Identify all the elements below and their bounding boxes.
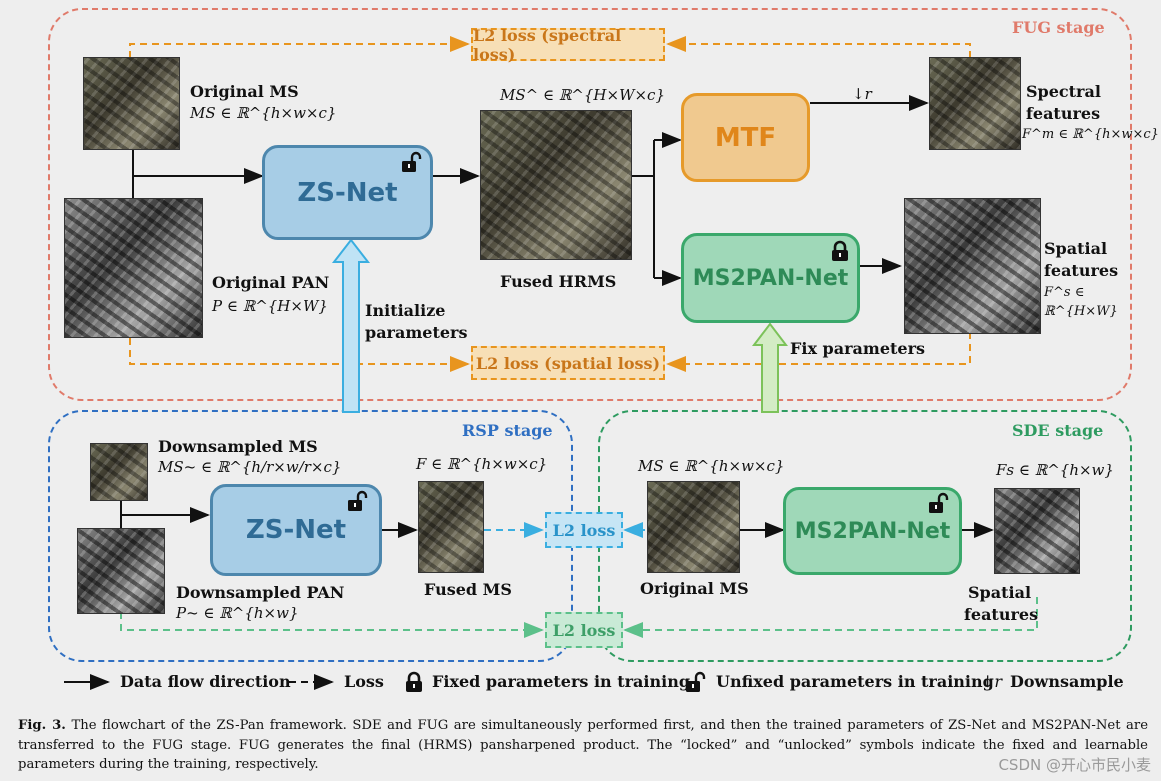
fused-ms-label: Fused MS <box>424 580 512 599</box>
fug-ms2pan-net-box: MS2PAN-Net <box>681 233 860 323</box>
rsp-stage-title: RSP stage <box>462 421 553 440</box>
spatial-features-label-1: Spatial <box>1044 239 1108 258</box>
mtf-box: MTF <box>681 93 810 182</box>
spectral-features-label-2: features <box>1026 104 1101 123</box>
fused-ms-image <box>418 481 484 573</box>
rsp-fused-math: F ∈ ℝ^{h×w×c} <box>416 455 548 473</box>
caption-text: The flowchart of the ZS-Pan framework. S… <box>18 718 1148 772</box>
original-ms-image <box>83 57 180 150</box>
rsp-zs-net-label: ZS-Net <box>245 515 347 545</box>
spectral-loss-box: L2 loss (spectral loss) <box>471 25 665 64</box>
rsp-sde-loss-label-2: L2 loss <box>552 620 616 640</box>
legend-downsample: Downsample <box>1010 672 1124 691</box>
fix-parameters-label: Fix parameters <box>790 339 926 358</box>
original-pan-image <box>64 198 203 338</box>
legend-unlocked-icon <box>686 671 706 692</box>
legend-unfixed: Unfixed parameters in training <box>716 672 994 691</box>
spectral-loss-label: L2 loss (spectral loss) <box>473 25 622 64</box>
unlocked-icon-fug-zsnet <box>402 151 422 172</box>
sde-spatial-features-image <box>994 488 1080 574</box>
downsampled-pan-image <box>77 528 165 614</box>
legend-downsample-arrow: ↓r <box>981 672 1003 691</box>
initialize-parameters-2: parameters <box>365 323 468 342</box>
spatial-features-math: F^s ∈ ℝ^{H×W} <box>1044 285 1118 319</box>
downsample-r-label: ↓r <box>852 85 872 103</box>
legend-data-flow: Data flow direction <box>120 672 291 691</box>
fug-ms2pan-net-label: MS2PAN-Net <box>692 265 849 291</box>
spectral-features-label-1: Spectral <box>1026 82 1101 101</box>
downsampled-ms-label: Downsampled MS <box>158 437 318 456</box>
figure-caption: Fig. 3. The flowchart of the ZS-Pan fram… <box>18 716 1148 775</box>
spatial-features-image <box>904 198 1041 334</box>
original-ms-label: Original MS <box>190 82 299 101</box>
fused-hrms-label: Fused HRMS <box>500 272 617 291</box>
downsampled-ms-math: MS~ ∈ ℝ^{h/r×w/r×c} <box>158 458 342 476</box>
fug-stage <box>48 8 1132 401</box>
watermark: CSDN @开心市民小麦 <box>998 756 1151 774</box>
legend-fixed: Fixed parameters in training <box>432 672 691 691</box>
unlocked-icon-sde-ms2pan <box>929 492 949 513</box>
mtf-label: MTF <box>714 122 777 153</box>
locked-icon-fug-ms2pan <box>832 240 848 261</box>
fug-zs-net-box: ZS-Net <box>262 145 433 240</box>
original-ms-math: MS ∈ ℝ^{h×w×c} <box>190 104 337 122</box>
spectral-features-image <box>929 57 1021 150</box>
sde-ms-math: MS ∈ ℝ^{h×w×c} <box>638 457 785 475</box>
downsampled-pan-label: Downsampled PAN <box>176 583 345 602</box>
unlocked-icon-rsp-zsnet <box>348 490 368 511</box>
fused-hrms-math: MS^ ∈ ℝ^{H×W×c} <box>500 86 665 104</box>
spectral-features-math: F^m ∈ ℝ^{h×w×c} <box>1022 127 1159 142</box>
sde-spatial-label-2: features <box>964 605 1039 624</box>
caption-prefix: Fig. 3. <box>18 718 66 733</box>
rsp-sde-loss-label-1: L2 loss <box>552 520 616 540</box>
spatial-loss-box: L2 loss (spatial loss) <box>471 346 665 380</box>
fused-hrms-image <box>480 110 632 260</box>
fug-stage-title: FUG stage <box>1012 18 1105 37</box>
legend-loss: Loss <box>344 672 384 691</box>
fug-zs-net-label: ZS-Net <box>297 177 398 208</box>
sde-stage-title: SDE stage <box>1012 421 1104 440</box>
spatial-features-label-2: features <box>1044 261 1119 280</box>
original-pan-label: Original PAN <box>212 273 330 292</box>
legend-locked-icon <box>406 671 422 692</box>
rsp-sde-loss-box-1: L2 loss <box>545 512 623 548</box>
sde-ms2pan-net-box: MS2PAN-Net <box>783 487 962 575</box>
sde-original-ms-label: Original MS <box>640 579 749 598</box>
original-pan-math: P ∈ ℝ^{H×W} <box>212 297 328 315</box>
spatial-loss-label: L2 loss (spatial loss) <box>475 353 661 373</box>
sde-fs-math: Fs ∈ ℝ^{h×w} <box>996 461 1114 479</box>
sde-ms2pan-net-label: MS2PAN-Net <box>794 518 951 544</box>
initialize-parameters-1: Initialize <box>365 301 446 320</box>
sde-original-ms-image <box>647 481 740 573</box>
sde-spatial-label-1: Spatial <box>968 583 1032 602</box>
downsampled-ms-image <box>90 443 148 501</box>
rsp-zs-net-box: ZS-Net <box>210 484 382 576</box>
rsp-sde-loss-box-2: L2 loss <box>545 612 623 648</box>
downsampled-pan-math: P~ ∈ ℝ^{h×w} <box>176 604 299 622</box>
